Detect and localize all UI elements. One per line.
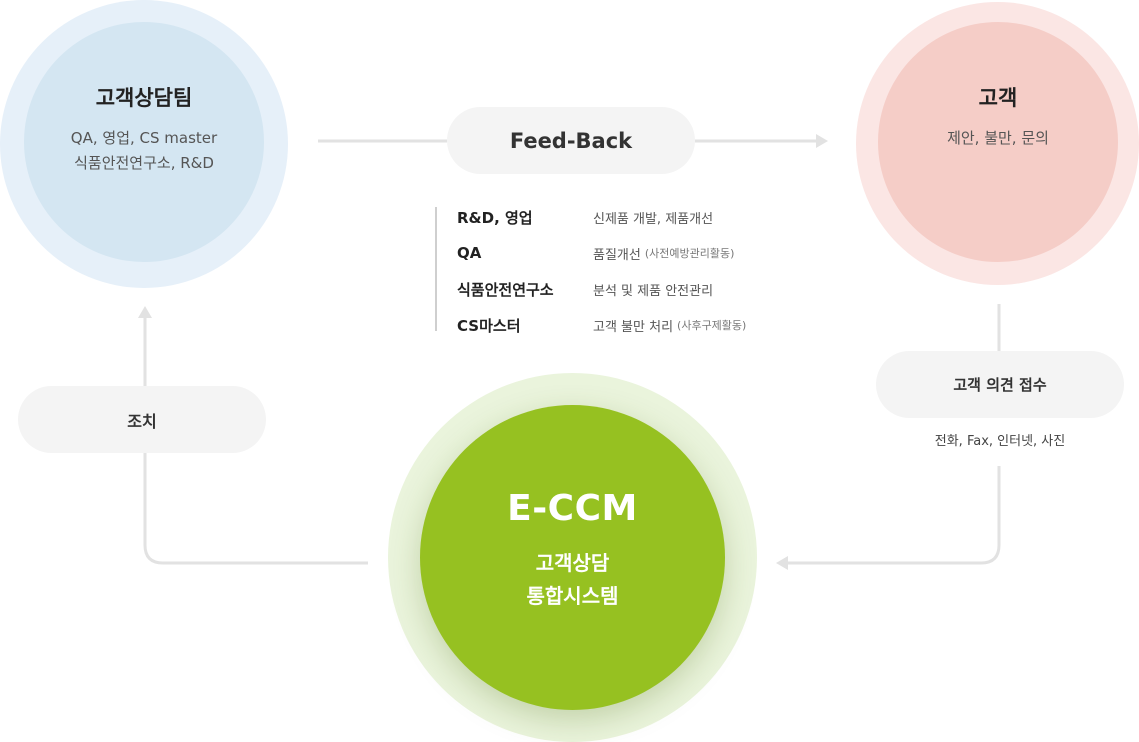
- feedback-item-desc: 신제품 개발, 제품개선: [593, 211, 714, 227]
- feedback-item: R&D, 영업 신제품 개발, 제품개선: [457, 207, 713, 227]
- eccm-arrowhead: [776, 556, 788, 570]
- feedback-item-note: (사후구제활동): [677, 319, 747, 332]
- eccm-subtitle-line2: 통합시스템: [526, 584, 619, 608]
- receive-to-eccm-line: [788, 466, 1001, 565]
- feedback-item-key: R&D, 영업: [457, 208, 533, 227]
- customer-title: 고객: [978, 85, 1018, 110]
- feedback-item-key: CS마스터: [457, 316, 521, 335]
- feedback-item: QA 품질개선 (사전예방관리활동): [457, 243, 734, 263]
- feedback-item: CS마스터 고객 불만 처리 (사후구제활동): [457, 315, 746, 335]
- feedback-item: 식품안전연구소 분석 및 제품 안전관리: [457, 279, 713, 299]
- feedback-item-key: 식품안전연구소: [457, 280, 554, 299]
- eccm-to-action-line: [143, 453, 368, 565]
- team-title: 고객상담팀: [95, 86, 193, 110]
- receive-label: 고객 의견 접수: [953, 376, 1047, 394]
- team-arrowhead: [138, 306, 152, 318]
- feedback-item-key: QA: [457, 244, 482, 262]
- team-members-line2: 식품안전연구소, R&D: [74, 154, 214, 172]
- receive-pill: 고객 의견 접수: [876, 351, 1124, 418]
- customer-circle: 고객 제안, 불만, 문의: [878, 22, 1118, 262]
- team-members-line1: QA, 영업, CS master: [70, 129, 218, 147]
- feedback-item-desc: 고객 불만 처리: [593, 319, 674, 335]
- receive-channels: 전화, Fax, 인터넷, 사진: [934, 434, 1066, 449]
- eccm-subtitle-line1: 고객상담: [535, 551, 610, 575]
- eccm-title: E-CCM: [507, 488, 638, 529]
- eccm-circle: E-CCM 고객상담 통합시스템: [420, 405, 725, 710]
- feedback-list: R&D, 영업 신제품 개발, 제품개선 QA 품질개선 (사전예방관리활동) …: [435, 207, 797, 335]
- feedback-item-desc: 분석 및 제품 안전관리: [593, 283, 714, 299]
- feedback-item-note: (사전예방관리활동): [644, 247, 735, 260]
- team-circle: 고객상담팀 QA, 영업, CS master 식품안전연구소, R&D: [24, 22, 264, 262]
- feedback-label: Feed-Back: [509, 128, 633, 153]
- feedback-arrowhead: [816, 134, 828, 148]
- action-label: 조치: [127, 411, 157, 431]
- feedback-item-desc: 품질개선: [593, 247, 641, 263]
- action-pill: 조치: [18, 386, 266, 453]
- customer-subtitle: 제안, 불만, 문의: [947, 128, 1049, 147]
- feedback-pill: Feed-Back: [447, 107, 695, 174]
